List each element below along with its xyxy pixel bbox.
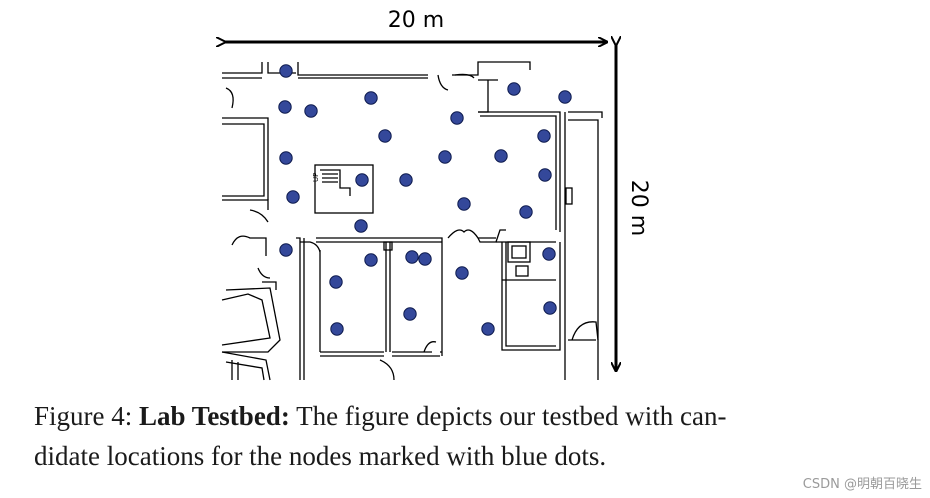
node-dot bbox=[378, 129, 392, 143]
node-dot bbox=[457, 197, 471, 211]
node-dot bbox=[455, 266, 469, 280]
node-dots bbox=[278, 64, 572, 336]
node-dot bbox=[330, 322, 344, 336]
width-label: 20 m bbox=[388, 8, 444, 33]
node-dot bbox=[354, 219, 368, 233]
stair-label: UP bbox=[312, 173, 320, 182]
floor-plan-diagram: 20 m 20 m bbox=[0, 8, 651, 381]
figure-caption: Figure 4: Lab Testbed: The figure depict… bbox=[34, 396, 854, 476]
node-dot bbox=[279, 151, 293, 165]
node-dot bbox=[405, 250, 419, 264]
node-dot bbox=[364, 91, 378, 105]
node-dot bbox=[399, 173, 413, 187]
watermark: CSDN @明朝百晓生 bbox=[802, 477, 922, 492]
node-dot bbox=[279, 64, 293, 78]
node-dot bbox=[403, 307, 417, 321]
node-dot bbox=[481, 322, 495, 336]
height-label: 20 m bbox=[626, 180, 651, 236]
node-dot bbox=[538, 168, 552, 182]
node-dot bbox=[450, 111, 464, 125]
caption-line-2: didate locations for the nodes marked wi… bbox=[34, 441, 607, 471]
node-dot bbox=[304, 104, 318, 118]
node-dot bbox=[364, 253, 378, 267]
node-dot bbox=[418, 252, 432, 266]
node-dot bbox=[542, 247, 556, 261]
node-dot bbox=[438, 150, 452, 164]
caption-line-1: The figure depicts our testbed with can- bbox=[296, 401, 727, 431]
node-dot bbox=[519, 205, 533, 219]
figure-number: Figure 4: bbox=[34, 401, 133, 431]
node-dot bbox=[329, 275, 343, 289]
node-dot bbox=[558, 90, 572, 104]
node-dot bbox=[494, 149, 508, 163]
node-dot bbox=[543, 301, 557, 315]
floor-plan-walls bbox=[221, 61, 603, 381]
figure-title: Lab Testbed: bbox=[139, 401, 290, 431]
node-dot bbox=[279, 243, 293, 257]
node-dot bbox=[537, 129, 551, 143]
node-dot bbox=[278, 100, 292, 114]
node-dot bbox=[286, 190, 300, 204]
node-dot bbox=[507, 82, 521, 96]
node-dot bbox=[355, 173, 369, 187]
